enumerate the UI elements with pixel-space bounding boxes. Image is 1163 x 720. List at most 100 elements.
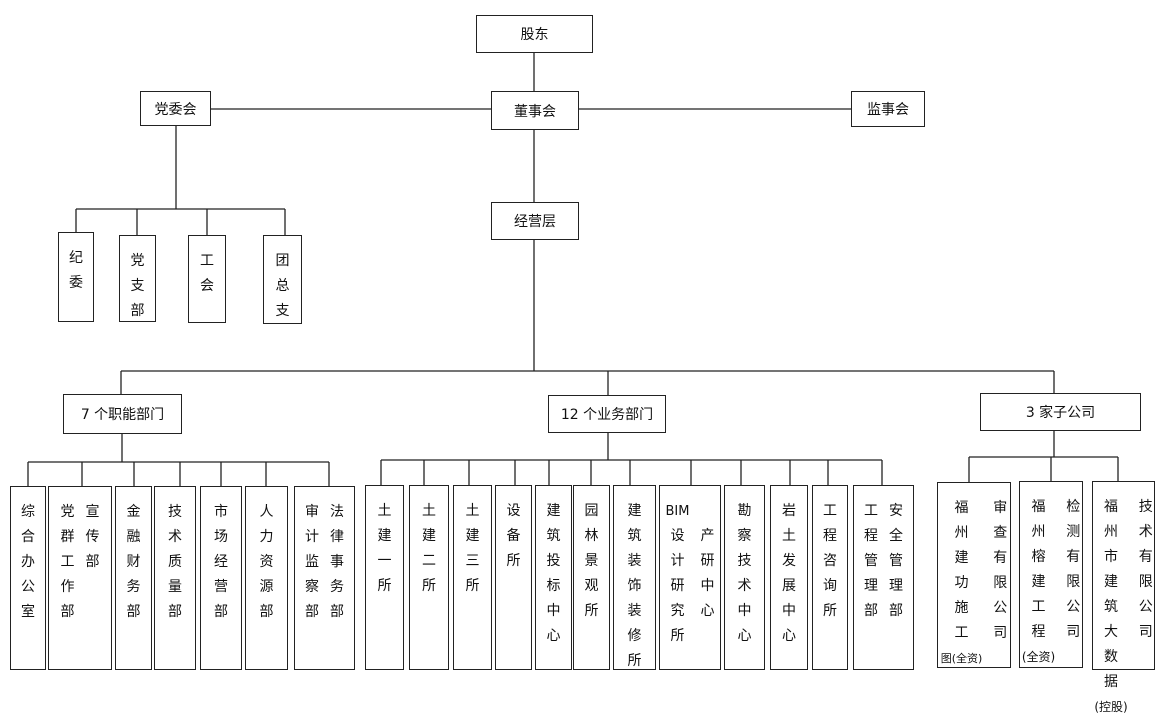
functional-depts-group: 7 个职能部门 — [63, 394, 182, 434]
text-column: 土建三所 — [466, 499, 480, 669]
dept-bidding: 建筑投标中心 — [535, 485, 572, 670]
dept-office: 综合办公室 — [10, 486, 46, 670]
label-char: 察 — [305, 579, 319, 595]
label-char: 公 — [1138, 599, 1153, 615]
text-column: 纪委 — [69, 246, 83, 321]
label-char: 质 — [168, 554, 182, 570]
text-column: 审计监察部 — [305, 500, 319, 669]
party-committee-box: 党委会 — [140, 91, 211, 126]
label-char: 部 — [330, 604, 344, 620]
label-char: 部 — [60, 604, 75, 620]
label-char: 公 — [993, 600, 1008, 616]
label-char: 合 — [21, 529, 35, 545]
label-char: 建 — [377, 528, 392, 544]
label-char: 园 — [584, 503, 599, 519]
text-column: 园林景观所 — [585, 499, 599, 669]
label-char: 公 — [1066, 599, 1081, 615]
label-char: 术 — [737, 578, 752, 594]
shareholders-box: 股东 — [476, 15, 593, 53]
label-char: 市 — [1104, 549, 1118, 565]
unit-jiwei: 纪委 — [58, 232, 94, 322]
label-char: 部 — [864, 603, 878, 619]
label-char: 景 — [584, 553, 599, 569]
label-char: 部 — [889, 603, 903, 619]
label-char: (控股) — [1094, 700, 1128, 714]
label-char: 司 — [1066, 624, 1081, 640]
label-char: 事 — [330, 554, 344, 570]
label-char: 咨 — [823, 553, 837, 569]
label-char: 部 — [130, 303, 145, 319]
label-char: 部 — [214, 604, 228, 620]
label-char: 全 — [889, 528, 903, 544]
label-char: 有 — [1138, 549, 1153, 565]
label-char: 管 — [889, 553, 903, 569]
label-char: 数 — [1104, 649, 1118, 665]
label-char: 监 — [305, 554, 319, 570]
text-column: 建筑投标中心 — [547, 499, 561, 669]
label-char: 建 — [546, 503, 561, 519]
label-char: 工 — [823, 503, 837, 519]
board-box: 董事会 — [491, 91, 579, 130]
text-column: 工程管理部 — [864, 499, 878, 669]
label-char: 林 — [584, 528, 599, 544]
label-char: 程 — [1031, 624, 1046, 640]
label-char: 装 — [627, 603, 642, 619]
label-char: 有 — [993, 550, 1008, 566]
label-char: 务 — [330, 579, 344, 595]
dept-quality: 技术质量部 — [154, 486, 196, 670]
text-column: 综合办公室 — [21, 500, 35, 669]
label-char: 工 — [60, 554, 75, 570]
label-char: 所 — [584, 603, 599, 619]
label-char: 建 — [422, 528, 436, 544]
label-char: 律 — [330, 529, 344, 545]
label-char: 纪 — [69, 250, 83, 266]
label-char: 市 — [214, 504, 228, 520]
label-char: 心 — [700, 603, 715, 619]
label-char: 三 — [465, 553, 480, 569]
dept-finance: 金融财务部 — [115, 486, 152, 670]
label-char: 技 — [737, 553, 752, 569]
text-column: 技术有限公司 — [1139, 495, 1153, 669]
label-char: 筑 — [546, 528, 561, 544]
label-char: 人 — [259, 504, 274, 520]
supervisory-board-label: 监事会 — [867, 102, 909, 118]
label-char: 室 — [21, 604, 35, 620]
label-char: 理 — [864, 578, 878, 594]
management-box: 经营层 — [491, 202, 579, 240]
label-char: 所 — [506, 553, 521, 569]
business-depts-group: 12 个业务部门 — [548, 395, 666, 433]
label-char: 办 — [21, 554, 35, 570]
label-char: 究 — [670, 603, 685, 619]
label-char: 功 — [954, 575, 969, 591]
label-char: 图(全资) — [940, 652, 983, 665]
label-char: 司 — [993, 625, 1008, 641]
label-char: BIM — [665, 504, 690, 519]
label-char: 中 — [546, 603, 561, 619]
label-char: 据 — [1104, 674, 1118, 690]
subsidiary-drawing-review: 福州建功施工图(全资)审查有限公司 — [937, 482, 1011, 668]
subsidiary-testing: 福州榕建工程(全资)检测有限公司 — [1019, 481, 1083, 668]
text-column: 土建一所 — [378, 499, 392, 669]
label-char: 测 — [1066, 524, 1081, 540]
dept-safety: 工程管理部安全管理部 — [853, 485, 914, 670]
label-char: 审 — [993, 500, 1008, 516]
text-column: 产研中心 — [700, 499, 714, 669]
label-char: 作 — [60, 579, 75, 595]
label-char: 观 — [584, 578, 599, 594]
label-char: 大 — [1104, 624, 1118, 640]
label-char: 力 — [259, 529, 274, 545]
label-char: 财 — [126, 554, 141, 570]
dept-decoration: 建筑装饰装修所 — [613, 485, 656, 670]
label-char: 备 — [506, 528, 521, 544]
text-column: 建筑装饰装修所 — [628, 499, 642, 669]
label-char: 司 — [1138, 624, 1153, 640]
label-char: 州 — [1104, 524, 1118, 540]
label-char: 土 — [782, 528, 796, 544]
dept-survey: 勘察技术中心 — [724, 485, 765, 670]
label-char: 二 — [422, 553, 436, 569]
unit-tuanzongzhi: 团总支 — [263, 235, 302, 324]
label-char: 查 — [993, 525, 1008, 541]
label-char: 术 — [168, 529, 182, 545]
label-char: 研 — [700, 553, 715, 569]
